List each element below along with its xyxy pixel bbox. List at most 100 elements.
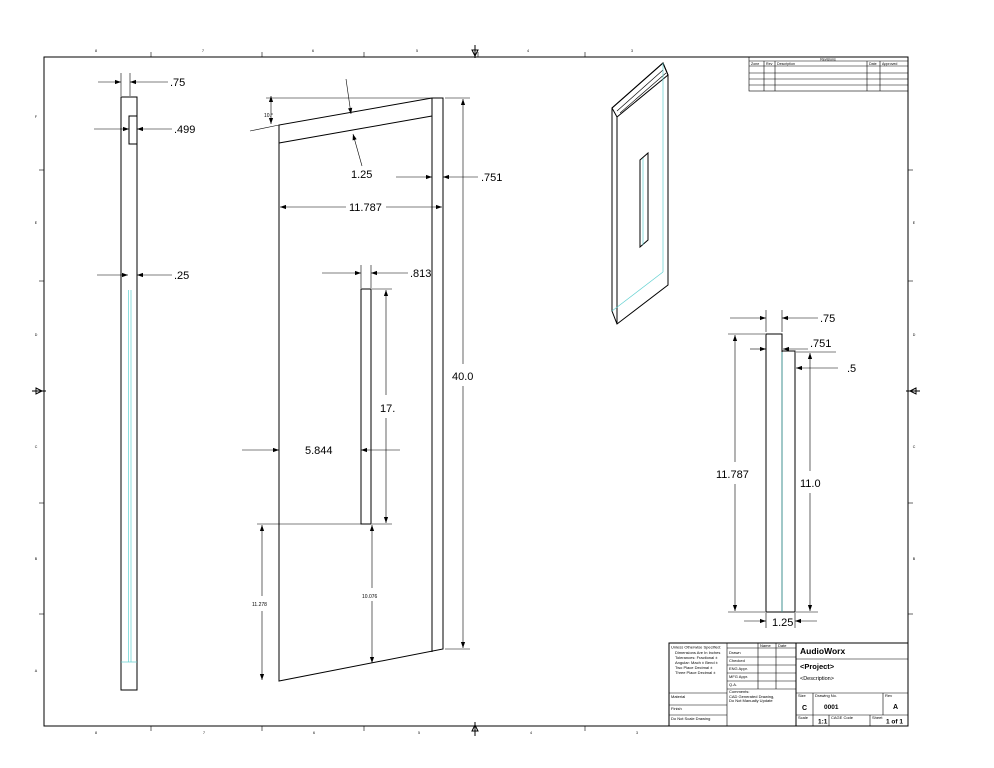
dim-top-cleat-offset: .5 xyxy=(847,363,856,375)
dim-side-cleat: .499 xyxy=(174,124,195,136)
tb-unless-line: Angular: Mach ± Bend ± xyxy=(675,660,719,665)
tb-unless-title: Unless Otherwise Specified: xyxy=(671,645,721,650)
dim-front-width: 11.787 xyxy=(349,202,382,214)
center-mark-bottom xyxy=(471,722,479,736)
tb-size: C xyxy=(802,705,807,712)
dim-side-thickness: .75 xyxy=(170,77,185,89)
tb-finish-label: Finish xyxy=(671,706,682,711)
dim-top-width: 11.787 xyxy=(716,469,749,481)
zone-col-label: 8 xyxy=(95,49,97,53)
top-view: .75 .751 .5 11.787 11.0 1.25 xyxy=(716,310,856,629)
tb-rev: A xyxy=(893,704,898,711)
revisions-col-date: Date xyxy=(869,62,877,66)
dim-front-slot-offset: 5.844 xyxy=(305,445,333,457)
revisions-col-description: Description xyxy=(777,62,795,66)
tb-name-header: Name xyxy=(760,643,771,648)
zone-row-label: B xyxy=(913,557,916,561)
zone-col-label: 4 xyxy=(527,49,529,53)
tb-company: AudioWorx xyxy=(800,646,845,656)
zone-row-label: C xyxy=(35,445,38,449)
dim-front-angle: 10.° xyxy=(264,113,273,119)
tb-scale-label: Scale xyxy=(798,715,809,720)
zone-row-label: E xyxy=(35,221,38,225)
top-panel-outline xyxy=(765,333,783,613)
dim-front-height: 40.0 xyxy=(452,371,473,383)
zone-col-label: 6 xyxy=(313,731,315,735)
top-cleat-outline xyxy=(781,350,796,613)
center-mark-right xyxy=(906,387,920,395)
tb-description: <Description> xyxy=(800,676,834,682)
zone-col-label: 3 xyxy=(631,49,633,53)
zone-col-label: 5 xyxy=(416,49,418,53)
zone-col-label: 7 xyxy=(202,49,204,53)
zone-row-label: E xyxy=(913,221,916,225)
zone-row-label: C xyxy=(913,445,916,449)
front-slot xyxy=(360,288,372,525)
tb-comments-line: CAD Generated Drawing, xyxy=(729,694,774,699)
front-panel-outline xyxy=(278,97,444,682)
tb-comments-label: Comments: xyxy=(729,689,749,694)
tb-dwg-label: Drawing No. xyxy=(815,693,837,698)
zone-col-label: 6 xyxy=(312,49,314,53)
tb-unless-line: Tolerances: Fractional ± xyxy=(675,655,718,660)
dim-top-thickness: .75 xyxy=(820,313,835,325)
side-cleat xyxy=(128,115,138,145)
tb-sign-row: Q.A. xyxy=(729,682,737,687)
zone-row-label: B xyxy=(35,557,38,561)
tb-dwg-no: 0001 xyxy=(824,704,839,711)
zone-row-label: D xyxy=(913,333,916,337)
iso-top-edge xyxy=(611,62,669,118)
dim-top-cleat-width: 11.0 xyxy=(800,478,821,490)
dim-front-slot-length: 17. xyxy=(380,403,395,415)
zone-row-label: D xyxy=(35,333,38,337)
center-mark-top xyxy=(471,45,479,58)
tb-comments-line: Do Not Manually Update xyxy=(729,698,773,703)
title-block: Unless Otherwise Specified: Dimensions A… xyxy=(668,642,909,727)
front-view: 10.° 1.25 .751 11.787 .813 40.0 17. 5 xyxy=(242,78,502,682)
dim-front-slot-bottom-left: 11.278 xyxy=(252,602,267,608)
tb-sign-row: MFG Appr. xyxy=(729,674,748,679)
dim-side-groove: .25 xyxy=(174,270,189,282)
tb-unless-line: Dimensions Are In Inches xyxy=(675,650,720,655)
zone-row-label: F xyxy=(35,115,38,119)
side-panel-outline xyxy=(120,96,138,691)
iso-slot xyxy=(639,151,649,249)
tb-project: <Project> xyxy=(800,662,835,671)
revisions-col-rev: Rev xyxy=(766,62,773,66)
tb-size-label: Size xyxy=(798,693,807,698)
tb-cage-label: CAGE Code xyxy=(831,715,854,720)
tb-rev-label: Rev xyxy=(885,693,892,698)
zone-col-label: 4 xyxy=(530,731,532,735)
dim-front-slot-width: .813 xyxy=(410,268,431,280)
tb-sheet-label: Sheet xyxy=(872,715,883,720)
dim-front-edge: .751 xyxy=(481,172,502,184)
dim-front-slot-bottom-center: 10.076 xyxy=(362,594,378,600)
center-mark-left xyxy=(32,387,46,395)
revisions-table: Revisions Zone Rev Description Date Appr… xyxy=(748,56,909,92)
tb-noscale-label: Do Not Scale Drawing xyxy=(671,716,710,721)
side-view: .75 .499 .25 xyxy=(94,73,195,691)
revisions-col-zone: Zone xyxy=(751,62,759,66)
tb-sign-row: Drawn xyxy=(729,650,741,655)
tb-date-header: Date xyxy=(778,643,787,648)
zone-col-label: 8 xyxy=(95,731,97,735)
dim-top-total-depth: 1.25 xyxy=(772,617,793,629)
sheet-border: 8 7 6 5 4 3 8 7 6 5 4 3 F E D C B A E D … xyxy=(32,45,920,736)
zone-col-label: 3 xyxy=(636,731,638,735)
tb-sheet: 1 of 1 xyxy=(886,719,903,726)
tb-scale: 1:1 xyxy=(818,719,828,726)
isometric-view xyxy=(611,62,669,325)
tb-sign-row: ENG Appr. xyxy=(729,666,748,671)
zone-col-label: 7 xyxy=(203,731,205,735)
zone-col-label: 5 xyxy=(418,731,420,735)
zone-row-label: A xyxy=(35,669,38,673)
revisions-title: Revisions xyxy=(820,57,836,61)
tb-unless-line: Three Place Decimal ± xyxy=(675,670,716,675)
tb-unless-line: Two Place Decimal ± xyxy=(675,665,713,670)
revisions-col-approved: Approved xyxy=(882,62,897,66)
dim-top-cleat-depth: .751 xyxy=(810,338,831,350)
dim-front-cap: 1.25 xyxy=(351,169,372,181)
tb-material-label: Material xyxy=(671,694,685,699)
tb-sign-row: Checked xyxy=(729,658,745,663)
